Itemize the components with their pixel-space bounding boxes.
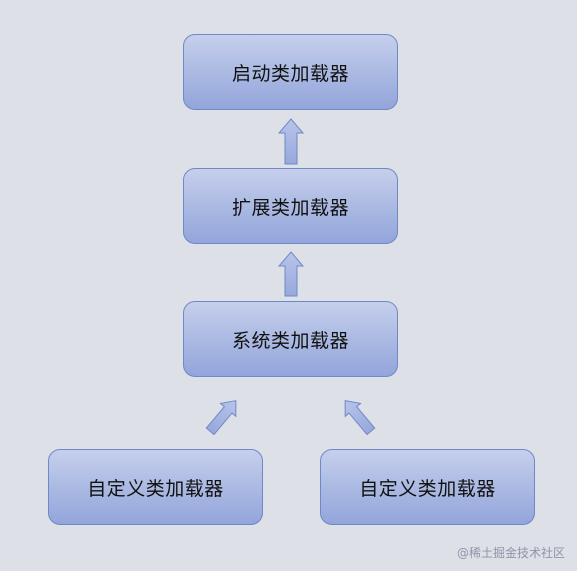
custom-classloader-label-left: 自定义类加载器 — [87, 477, 224, 500]
custom-classloader-node-right: 自定义类加载器 — [320, 449, 535, 525]
custom-classloader-label-right: 自定义类加载器 — [359, 477, 496, 500]
extension-classloader-node: 扩展类加载器 — [183, 168, 398, 244]
system-classloader-node: 系统类加载器 — [183, 301, 398, 377]
system-classloader-label: 系统类加载器 — [231, 329, 349, 352]
custom-classloader-node-left: 自定义类加载器 — [48, 449, 263, 525]
diagonal-arrow-left-custom-to-sys — [205, 400, 237, 436]
up-arrow-sys-to-ext — [277, 251, 305, 297]
up-arrow-ext-to-boot — [277, 118, 305, 165]
diagonal-arrow-right-custom-to-sys — [344, 400, 376, 436]
bootstrap-classloader-node: 启动类加载器 — [183, 34, 398, 110]
bootstrap-classloader-label: 启动类加载器 — [231, 62, 349, 85]
extension-classloader-label: 扩展类加载器 — [231, 196, 349, 219]
watermark: @稀土掘金技术社区 — [456, 546, 565, 560]
